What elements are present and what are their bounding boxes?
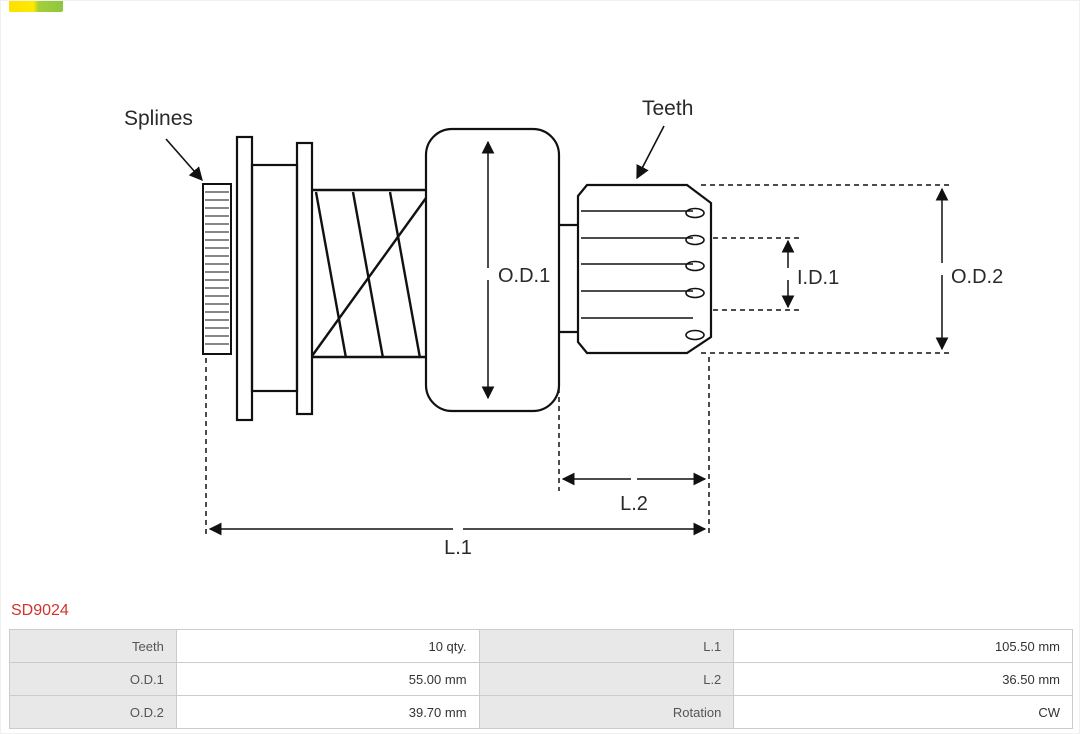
clutch-spring bbox=[311, 188, 427, 359]
od1-label: O.D.1 bbox=[498, 265, 550, 287]
spec-label-l1: L.1 bbox=[478, 629, 735, 663]
spec-value-od1: 55.00 mm bbox=[175, 662, 480, 696]
drive-flanges bbox=[235, 135, 314, 422]
spec-value-teeth: 10 qty. bbox=[175, 629, 480, 663]
starter-drive-diagram: O.D.1 bbox=[1, 1, 1080, 586]
as-pl-logo bbox=[9, 1, 63, 12]
spec-value-l1: 105.50 mm bbox=[733, 629, 1073, 663]
spec-label-od1: O.D.1 bbox=[9, 662, 177, 696]
spec-label-l2: L.2 bbox=[478, 662, 735, 696]
part-code: SD9024 bbox=[11, 602, 69, 619]
diagram-svg: O.D.1 bbox=[124, 97, 1003, 559]
splined-shaft bbox=[202, 183, 232, 355]
splines-label: Splines bbox=[124, 107, 193, 130]
l1-label: L.1 bbox=[444, 537, 472, 559]
spec-value-l2: 36.50 mm bbox=[733, 662, 1073, 696]
id1-label: I.D.1 bbox=[797, 267, 839, 289]
pinion-gear bbox=[576, 183, 713, 355]
od2-label: O.D.2 bbox=[951, 266, 1003, 288]
spec-table: Teeth 10 qty. L.1 105.50 mm O.D.1 55.00 … bbox=[9, 629, 1073, 729]
l2-extension-lines bbox=[558, 357, 710, 537]
table-row: Teeth 10 qty. L.1 105.50 mm bbox=[9, 629, 1073, 663]
id1-extension-lines bbox=[713, 237, 801, 311]
spec-label-rotation: Rotation bbox=[478, 695, 735, 729]
teeth-callout-arrow bbox=[636, 125, 665, 180]
spec-label-teeth: Teeth bbox=[9, 629, 177, 663]
teeth-label: Teeth bbox=[642, 97, 693, 120]
table-row: O.D.1 55.00 mm L.2 36.50 mm bbox=[9, 662, 1073, 696]
splines-callout-arrow bbox=[165, 138, 203, 182]
l2-label: L.2 bbox=[620, 493, 648, 515]
spec-label-od2: O.D.2 bbox=[9, 695, 177, 729]
table-row: O.D.2 39.70 mm Rotation CW bbox=[9, 695, 1073, 729]
clutch-housing bbox=[424, 127, 578, 413]
spec-value-od2: 39.70 mm bbox=[175, 695, 480, 729]
spec-value-rotation: CW bbox=[733, 695, 1073, 729]
